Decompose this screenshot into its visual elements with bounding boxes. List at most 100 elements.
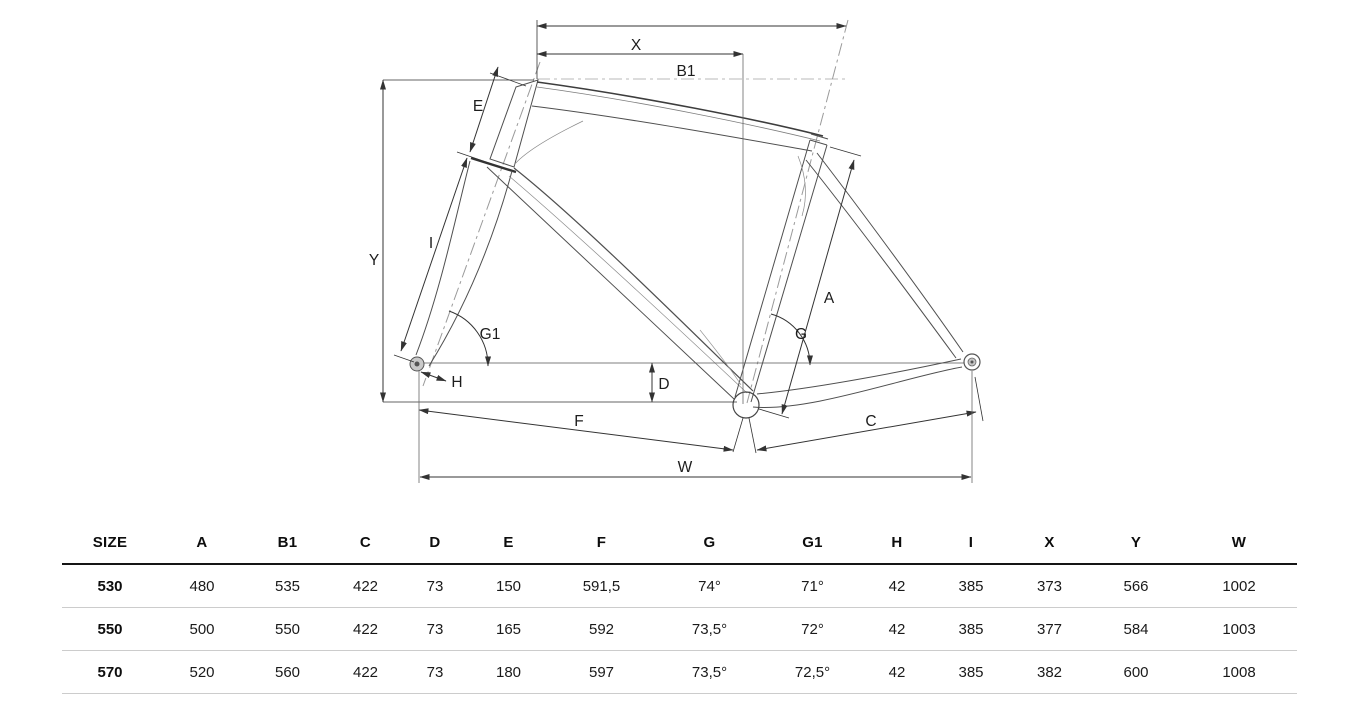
down-tube-lower-edge [486,166,735,400]
fork-crown-line [470,156,517,174]
cell-e: 150 [468,564,549,608]
cell-x: 373 [1008,564,1091,608]
dim-e [456,66,527,165]
dim-label-a: A [824,290,835,307]
seat-tube-centerline [746,19,849,404]
dim-label-b1: B1 [677,63,696,80]
cell-g: 74° [654,564,765,608]
bicycle-frame [415,79,964,419]
dim-label-h: H [451,374,462,391]
cell-f: 591,5 [549,564,654,608]
dim-label-e: E [473,98,483,115]
dim-label-f: F [574,413,583,430]
top-tube-upper-edge [536,81,824,137]
dim-b1 [536,20,847,79]
header-row: SIZE A B1 C D E F G G1 H I X Y W [62,521,1297,565]
col-header-y: Y [1091,521,1181,565]
seat-stay-upper [816,152,964,353]
down-tube-inner-line [508,175,748,394]
cell-size: 550 [62,607,158,651]
cell-e: 165 [468,607,549,651]
cell-i: 385 [934,607,1008,651]
cell-b1: 560 [246,650,329,694]
cell-w: 1008 [1181,650,1297,694]
bb-junction-fillet [699,329,742,386]
cell-b1: 535 [246,564,329,608]
table-row-550: 550 500 550 422 73 165 592 73,5° 72° 42 … [62,607,1297,651]
cell-w: 1003 [1181,607,1297,651]
chain-stay-lower [752,366,963,408]
cell-f: 597 [549,650,654,694]
cell-h: 42 [860,607,934,651]
dim-label-y: Y [369,252,379,269]
head-tube [489,79,539,168]
col-header-b1: B1 [246,521,329,565]
col-header-h: H [860,521,934,565]
cell-a: 480 [158,564,246,608]
cell-y: 600 [1091,650,1181,694]
cell-g: 73,5° [654,650,765,694]
geometry-table: SIZE A B1 C D E F G G1 H I X Y W 530 480… [62,521,1297,694]
table-row-570: 570 520 560 422 73 180 597 73,5° 72,5° 4… [62,650,1297,694]
col-header-d: D [402,521,468,565]
cell-x: 377 [1008,607,1091,651]
down-tube-upper-edge [513,167,754,392]
fork-blade-front-edge [415,160,471,356]
cell-h: 42 [860,650,934,694]
col-header-e: E [468,521,549,565]
cell-size: 530 [62,564,158,608]
dim-a [758,146,862,419]
dim-label-g: G [795,326,807,343]
cell-a: 500 [158,607,246,651]
cell-g: 73,5° [654,607,765,651]
seat-stay-lower [805,159,957,359]
dim-label-x: X [631,37,642,54]
col-header-f: F [549,521,654,565]
cell-g1: 71° [765,564,860,608]
centerlines [422,19,849,404]
col-header-size: SIZE [62,521,158,565]
cell-g1: 72,5° [765,650,860,694]
dim-f [418,408,744,453]
top-tube-lower-edge [531,105,813,152]
seat-tube-right-edge [750,144,828,403]
dimension-labels: X B1 E Y I G1 H D F W A G C [369,37,877,476]
dimension-lines [380,20,984,483]
dim-label-c: C [865,413,876,430]
dim-x [536,51,744,404]
dim-label-g1: G1 [480,326,501,343]
cell-w: 1002 [1181,564,1297,608]
dim-i [393,157,468,363]
top-tube-upper-inner [536,86,821,142]
cell-f: 592 [549,607,654,651]
table-row-530: 530 480 535 422 73 150 591,5 74° 71° 42 … [62,564,1297,608]
cell-a: 520 [158,650,246,694]
cell-y: 566 [1091,564,1181,608]
dropouts [409,353,981,372]
col-header-w: W [1181,521,1297,565]
dim-label-i: I [429,235,433,252]
cell-c: 422 [329,650,402,694]
col-header-c: C [329,521,402,565]
frame-geometry-diagram: X B1 E Y I G1 H D F W A G C [369,19,984,483]
cell-i: 385 [934,650,1008,694]
cell-g1: 72° [765,607,860,651]
dim-label-d: D [658,376,669,393]
col-header-g: G [654,521,765,565]
cell-h: 42 [860,564,934,608]
cell-d: 73 [402,564,468,608]
seat-tube-top-cap [809,133,829,146]
cell-size: 570 [62,650,158,694]
cell-d: 73 [402,650,468,694]
head-junction-fillet [513,120,584,166]
cell-d: 73 [402,607,468,651]
cell-x: 382 [1008,650,1091,694]
chain-stay-upper [756,358,962,395]
col-header-i: I [934,521,1008,565]
col-header-x: X [1008,521,1091,565]
cell-e: 180 [468,650,549,694]
dim-w [418,370,973,483]
seat-tube-left-edge [734,139,811,398]
col-header-g1: G1 [765,521,860,565]
